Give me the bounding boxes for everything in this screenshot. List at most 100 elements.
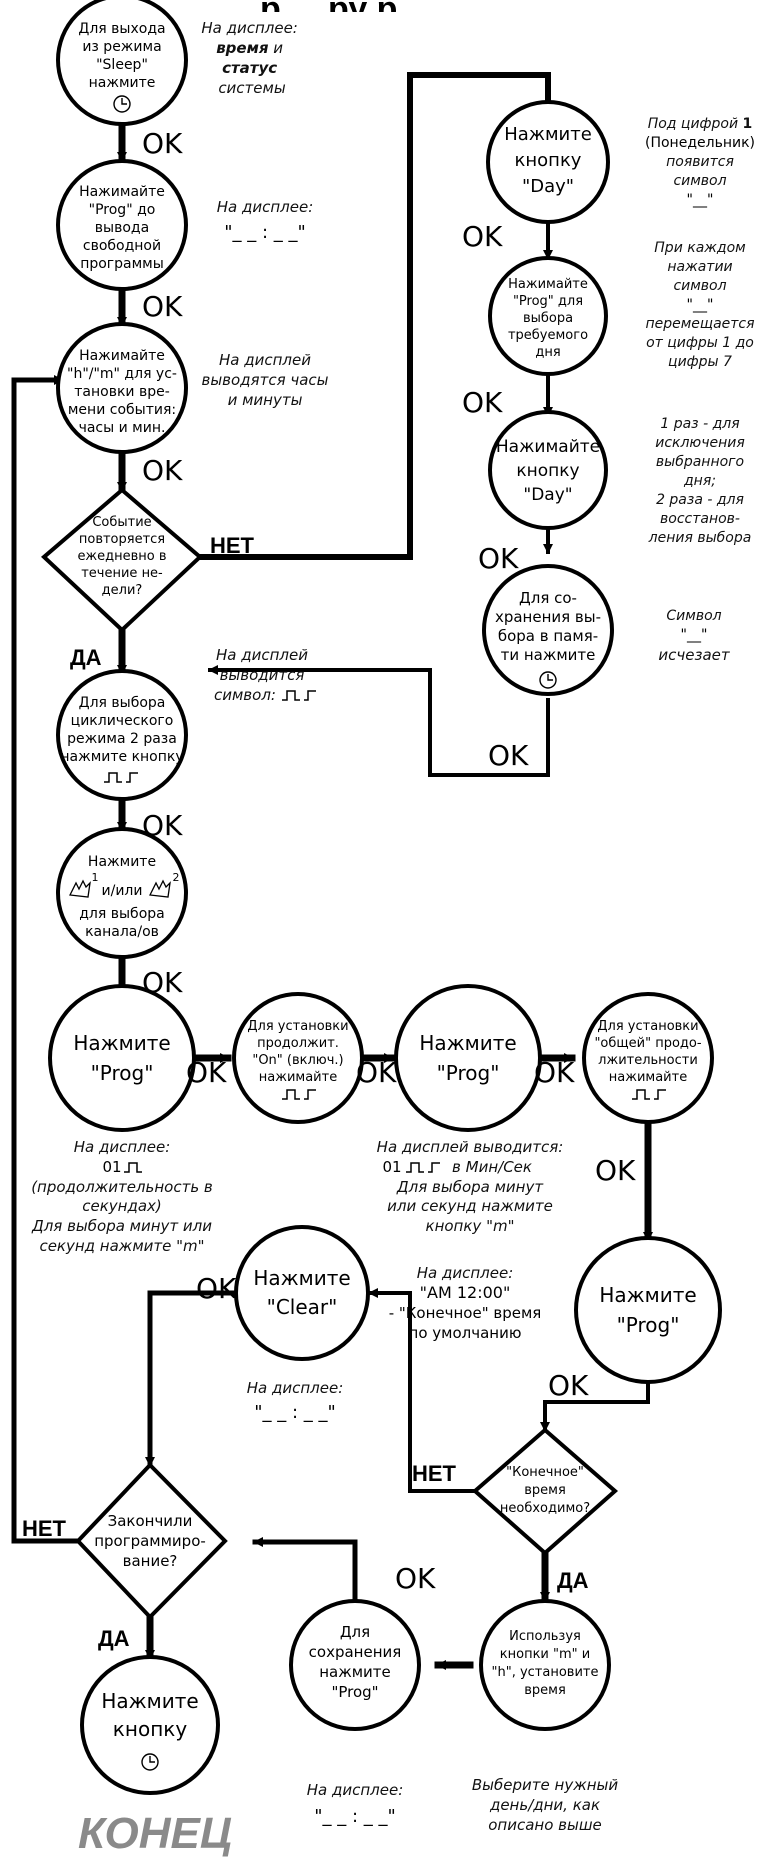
decision-daily-line5: дели? xyxy=(102,583,143,598)
node-cyclic-line3: режима 2 раза xyxy=(67,731,177,747)
node-day-2-line1: Нажимайте xyxy=(496,437,600,457)
node-set-hm: Нажимайте "h"/"m" для ус- тановки вре- м… xyxy=(56,322,188,454)
node-day-save-line3: бора в памя- xyxy=(498,627,598,645)
ok-label: OK xyxy=(142,454,183,487)
node-prog-a-line1: Нажмите xyxy=(73,1031,170,1055)
note-each-press-line2: нажатии xyxy=(667,259,732,275)
note-display-dash-line2: "_ _ : _ _" xyxy=(224,222,306,243)
note-display-symbol-line1: На дисплей xyxy=(216,646,308,664)
decision-daily-line4: течение не- xyxy=(81,566,163,581)
node-total-duration-line1: Для установки xyxy=(597,1019,698,1034)
node-on-duration-line1: Для установки xyxy=(247,1019,348,1034)
decision-end-time: "Конечное" время необходимо? xyxy=(471,1427,619,1556)
decision-daily-line3: ежедневно в xyxy=(77,549,166,564)
node-day-prog-line2: "Prog" для xyxy=(513,294,583,309)
note-display-01-line6: секунд нажмите "m" xyxy=(39,1237,204,1255)
note-each-press-line1: При каждом xyxy=(654,240,746,256)
ok-label: OK xyxy=(142,290,183,323)
decision-finished: Закончили программиро- вание? xyxy=(75,1462,228,1620)
note-symbol-gone-line2: "__" xyxy=(681,627,708,643)
note-display-time-prefix: На дисплее: xyxy=(201,19,298,37)
note-display-minsec: На дисплей выводится: 01 в Мин/Сек Для в… xyxy=(377,1138,564,1235)
note-display-hm-line3: и минуты xyxy=(228,391,303,409)
node-day-save-line2: хранения вы- xyxy=(495,608,601,626)
cycle-symbol-icon xyxy=(282,690,316,701)
note-display-01-line4: секундах) xyxy=(82,1197,162,1215)
ok-label: OK xyxy=(462,386,503,419)
cycle-symbol-icon xyxy=(632,1089,666,1100)
note-display-time: На дисплее: время и статус системы xyxy=(201,19,302,97)
page-title: р ... ру р xyxy=(260,0,397,12)
node-prog-a: Нажмите "Prog" xyxy=(48,984,196,1132)
note-one-press-line2: исключения xyxy=(655,435,745,451)
node-prog-free-line1: Нажимайте xyxy=(79,184,165,200)
node-set-hm-line2: "h"/"m" для ус- xyxy=(67,366,177,382)
note-one-press-line6: восстанов- xyxy=(660,511,740,527)
node-day-prog: Нажимайте "Prog" для выбора требуемого д… xyxy=(488,256,608,376)
node-set-hm-line3: тановки вре- xyxy=(74,384,170,400)
node-channel: Нажмите 1 и/или 2 для выбора канала/ов xyxy=(56,827,188,959)
clock-icon xyxy=(539,671,557,689)
node-on-duration-line3: "On" (включ.) xyxy=(252,1053,343,1068)
note-each-press-line3: символ xyxy=(673,278,726,294)
node-total-duration-line2: "общей" продо- xyxy=(594,1036,701,1051)
node-clear: Нажмите "Clear" xyxy=(234,1225,370,1361)
node-set-time-line3: "h", установите xyxy=(492,1665,599,1680)
node-day-2-line2: кнопку xyxy=(516,461,579,481)
ok-label: OK xyxy=(196,1272,237,1305)
note-display-time-bold1: время xyxy=(216,39,269,57)
yes-label: ДА xyxy=(70,645,102,670)
node-channel-sup2: 2 xyxy=(173,871,180,884)
clock-icon xyxy=(113,95,131,113)
svg-text:На дисплее: время и: На дисплее: время и статус системы xyxy=(201,19,302,97)
node-day-prog-line4: требуемого xyxy=(508,328,588,343)
node-final-line2: кнопку xyxy=(113,1717,188,1741)
note-display-clear: На дисплее: "_ _ : _ _" xyxy=(247,1379,344,1423)
note-each-press-line4: "__" xyxy=(687,297,714,313)
note-each-press-line6: от цифры 1 до xyxy=(646,335,754,351)
note-day-under-num: 1 xyxy=(743,116,753,132)
note-display-hm-line2: выводятся часы xyxy=(201,371,328,389)
note-display-minsec-line4: или секунд нажмите xyxy=(387,1197,553,1215)
node-prog-c: Нажмите "Prog" xyxy=(574,1236,722,1384)
node-day-2-line3: "Day" xyxy=(523,485,572,505)
note-select-day-line1: Выберите нужный xyxy=(472,1776,618,1794)
node-prog-free-line4: свободной xyxy=(83,238,161,254)
hand-touch-icon xyxy=(149,879,171,898)
note-display-minsec-line3: Для выбора минут xyxy=(396,1178,544,1196)
cycle-symbol-icon xyxy=(124,1162,142,1173)
note-display-dash-line1: На дисплее: xyxy=(217,198,314,216)
cycle-symbol-icon xyxy=(282,1089,316,1100)
node-total-duration: Для установки "общей" продо- лжительност… xyxy=(582,992,714,1124)
ok-label: OK xyxy=(142,966,183,999)
no-label: НЕТ xyxy=(210,533,255,558)
ok-label: OK xyxy=(142,127,183,160)
decision-finished-line2: программиро- xyxy=(94,1532,206,1550)
node-prog-b-line1: Нажмите xyxy=(419,1031,516,1055)
node-prog-c-line1: Нажмите xyxy=(599,1283,696,1307)
note-display-minsec-line1: На дисплей выводится: xyxy=(377,1138,564,1156)
note-each-press-line7: цифры 7 xyxy=(668,354,732,370)
node-cyclic-line2: циклического xyxy=(71,713,174,729)
no-label: НЕТ xyxy=(22,1516,67,1541)
note-day-under-line2: появится xyxy=(666,154,734,170)
node-channel-line1: Нажмите xyxy=(88,854,156,870)
node-prog-free-line2: "Prog" до xyxy=(89,202,156,218)
node-exit-sleep: Для выхода из режима "Sleep" нажмите xyxy=(56,0,188,126)
node-prog-b-line2: "Prog" xyxy=(437,1061,500,1085)
node-total-duration-line4: нажимайте xyxy=(609,1070,687,1085)
note-display-symbol-line2: выводится xyxy=(220,666,305,684)
node-prog-b: Нажмите "Prog" xyxy=(394,984,542,1132)
decision-daily: Событие повторяется ежедневно в течение … xyxy=(41,487,203,633)
note-display-am: На дисплее: "AM 12:00" - "Конечное" врем… xyxy=(389,1264,542,1342)
decision-daily-line2: повторяется xyxy=(79,532,165,547)
node-cyclic: Для выбора циклического режима 2 раза на… xyxy=(56,669,188,801)
node-day-prog-line3: выбора xyxy=(523,311,573,326)
hand-touch-icon xyxy=(69,879,91,898)
ok-label: OK xyxy=(595,1154,636,1187)
decision-end-time-line3: необходимо? xyxy=(500,1501,590,1516)
note-display-clear-line2: "_ _ : _ _" xyxy=(254,1402,336,1423)
note-display-01-line3: (продолжительность в xyxy=(31,1178,213,1196)
yes-label: ДА xyxy=(557,1568,589,1593)
flow-labels: OK OK OK OK OK OK OK OK OK OK OK OK OK O… xyxy=(22,127,636,1858)
